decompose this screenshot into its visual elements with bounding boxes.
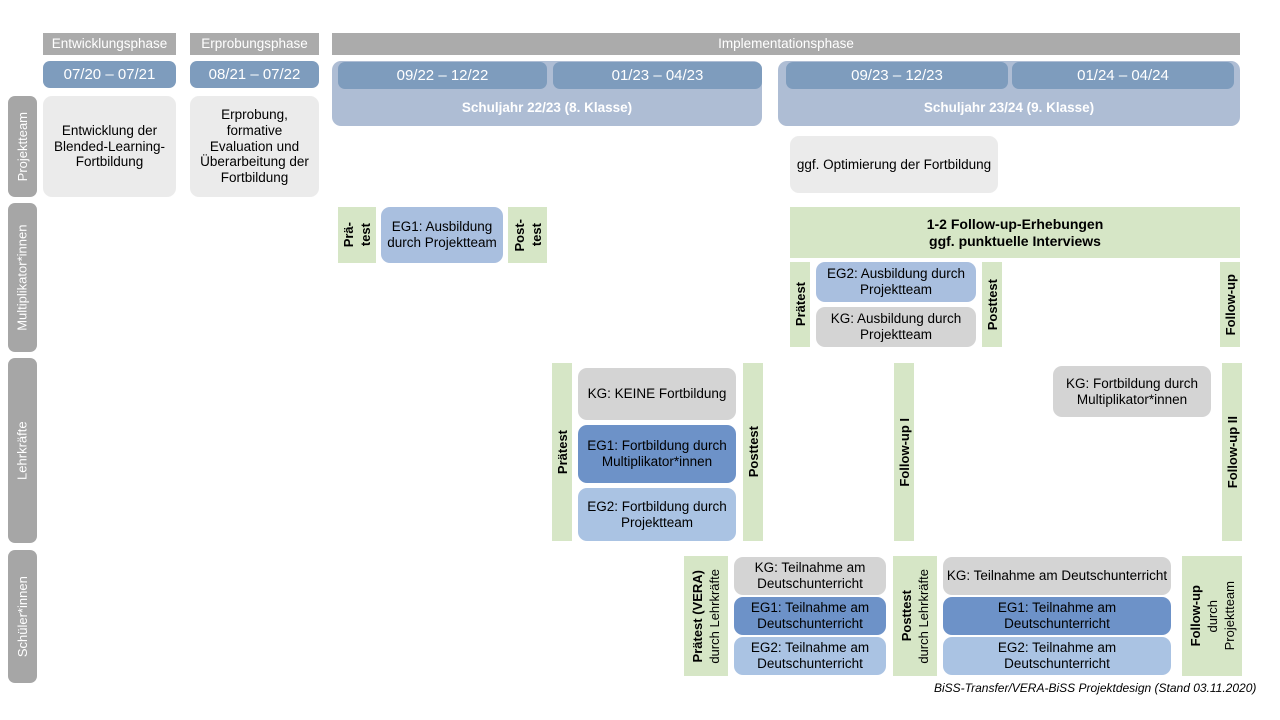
lehrkraefte-eg1-card: EG1: Fortbildung durch Multiplikator*inn… [578, 425, 736, 483]
multiplikator-followup-right: Follow-up [1220, 262, 1240, 347]
posttest-line1: Post- [511, 218, 527, 252]
multiplikator-praetest-right: Prätest [790, 262, 810, 347]
school-year-label-2324: Schuljahr 23/24 (9. Klasse) [923, 100, 1095, 116]
lehrkraefte-praetest: Prätest [552, 363, 572, 541]
phase-label: Erprobungsphase [201, 36, 308, 52]
row-label-schueler: Schüler*innen [8, 550, 37, 683]
school-year-label-2223: Schuljahr 22/23 (8. Klasse) [461, 100, 633, 116]
row-label-lehrkraefte: Lehrkräfte [8, 358, 37, 543]
praetest-line1: Prä- [341, 222, 356, 248]
schueler-kg-card-left: KG: Teilnahme am Deutschunterricht [734, 557, 886, 595]
multiplikator-posttest-right: Posttest [982, 262, 1002, 347]
multiplikator-eg2-card: EG2: Ausbildung durch Projektteam [816, 262, 976, 302]
schueler-followup: Follow-up durch Projektteam [1182, 556, 1242, 676]
schueler-eg2-card-left: EG2: Teilnahme am Deutschunterricht [734, 637, 886, 675]
praetest-line2: test [358, 223, 373, 247]
row-label-projektteam: Projektteam [8, 96, 37, 197]
period-label: 09/22 – 12/22 [396, 66, 489, 84]
period-pill-0720-0721: 07/20 – 07/21 [43, 61, 176, 88]
praetest-vera-label: Prätest (VERA) [690, 569, 705, 663]
lehrkraefte-kg-card: KG: KEINE Fortbildung [578, 368, 736, 420]
period-label: 01/24 – 04/24 [1077, 66, 1169, 84]
schueler-kg-card-right: KG: Teilnahme am Deutschunterricht [943, 557, 1171, 595]
praetest-vera-sub: durch Lehrkräfte [707, 568, 722, 664]
phase-header-erprobungsphase: Erprobungsphase [190, 33, 319, 55]
lehrkraefte-kg-card-2: KG: Fortbildung durch Multiplikator*inne… [1053, 366, 1211, 417]
period-pill-0821-0722: 08/21 – 07/22 [190, 61, 319, 88]
lehrkraefte-followup-1: Follow-up I [894, 363, 914, 541]
followup-sub-2: Projektteam [1221, 581, 1237, 651]
multiplikator-followup-banner: 1-2 Follow-up-Erhebungen ggf. punktuelle… [790, 207, 1240, 258]
projektteam-card-optimierung: ggf. Optimierung der Fortbildung [790, 136, 998, 193]
period-pill-0123-0423: 01/23 – 04/23 [553, 62, 762, 89]
phase-header-implementationsphase: Implementationsphase [332, 33, 1240, 55]
phase-label: Implementationsphase [718, 36, 854, 52]
period-label: 08/21 – 07/22 [208, 65, 301, 83]
phase-label: Entwicklungsphase [51, 36, 168, 52]
phase-header-entwicklungsphase: Entwicklungsphase [43, 33, 176, 55]
lehrkraefte-followup-2: Follow-up II [1222, 363, 1242, 541]
period-label: 01/23 – 04/23 [611, 66, 704, 84]
period-pill-0124-0424: 01/24 – 04/24 [1012, 62, 1234, 89]
posttest-sub: durch Lehrkräfte [916, 568, 931, 664]
period-pill-0923-1223: 09/23 – 12/23 [786, 62, 1008, 89]
posttest-line2: test [528, 223, 544, 247]
multiplikator-eg1-card: EG1: Ausbildung durch Projektteam [381, 207, 503, 263]
multiplikator-praetest-left: Prä- test [338, 207, 376, 263]
schueler-posttest: Posttest durch Lehrkräfte [893, 556, 937, 676]
projektteam-card-erprobung: Erprobung, formative Evaluation und Über… [190, 96, 319, 197]
schueler-eg1-card-left: EG1: Teilnahme am Deutschunterricht [734, 597, 886, 635]
schueler-praetest-vera: Prätest (VERA) durch Lehrkräfte [684, 556, 728, 676]
schueler-eg1-card-right: EG1: Teilnahme am Deutschunterricht [943, 597, 1171, 635]
multiplikator-kg-card: KG: Ausbildung durch Projektteam [816, 307, 976, 347]
period-label: 07/20 – 07/21 [63, 65, 156, 83]
followup-sub-1: durch [1204, 599, 1220, 633]
lehrkraefte-eg2-card: EG2: Fortbildung durch Projektteam [578, 488, 736, 541]
multiplikator-posttest-left: Post- test [508, 207, 547, 263]
period-pill-0922-1222: 09/22 – 12/22 [338, 62, 547, 89]
posttest-label: Posttest [899, 590, 914, 642]
footer-credit: BiSS-Transfer/VERA-BiSS Projektdesign (S… [934, 681, 1257, 695]
followup-label: Follow-up [1187, 585, 1203, 647]
lehrkraefte-posttest: Posttest [743, 363, 763, 541]
projektteam-card-entwicklung: Entwicklung der Blended-Learning-Fortbil… [43, 96, 176, 197]
schueler-eg2-card-right: EG2: Teilnahme am Deutschunterricht [943, 637, 1171, 675]
row-label-multiplikator: Multiplikator*innen [8, 203, 37, 352]
period-label: 09/23 – 12/23 [851, 66, 943, 84]
